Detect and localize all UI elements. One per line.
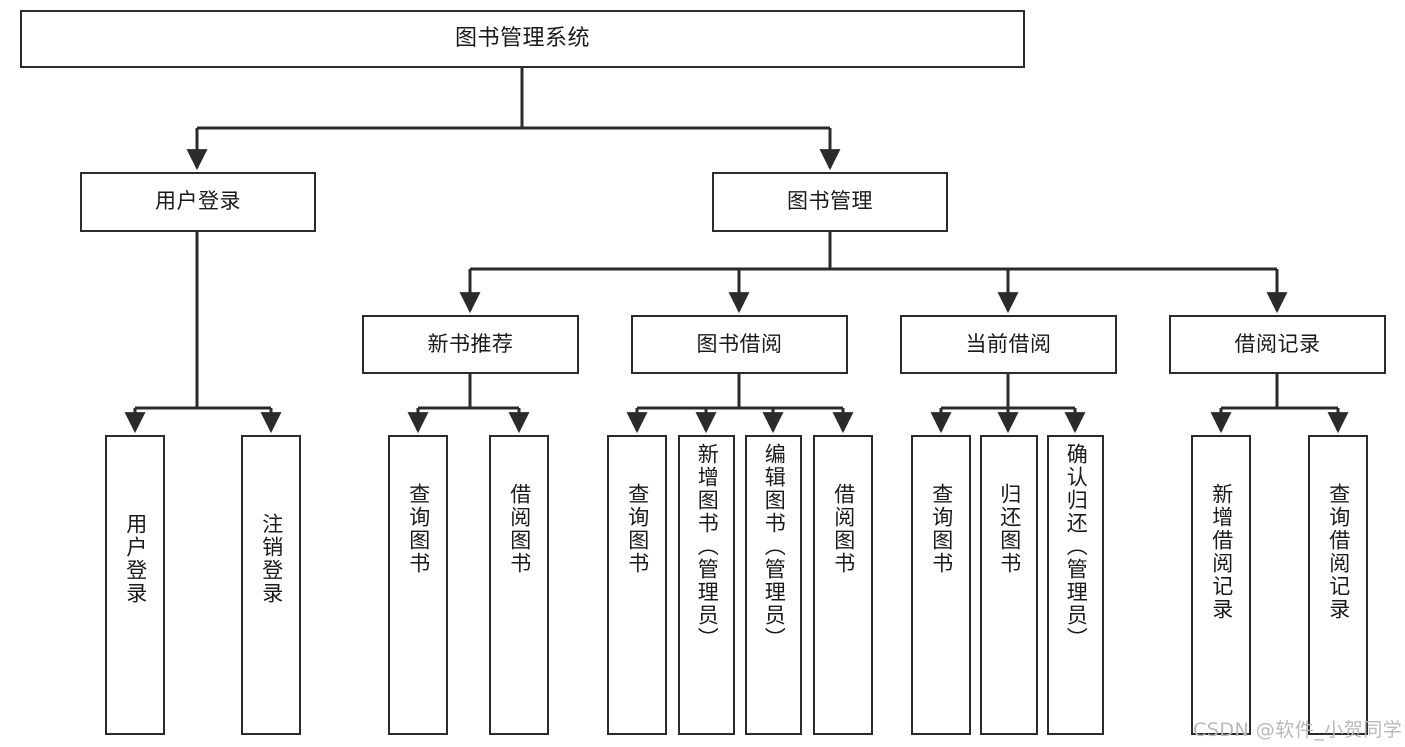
node-current-borrow-label: 当前借阅: [965, 331, 1052, 356]
node-leaf-borrow-book-2-label: 借阅图书: [831, 483, 856, 575]
node-leaf-query-record-label: 查询借阅记录: [1326, 483, 1351, 621]
node-leaf-logout[interactable]: 注销登录: [241, 435, 301, 735]
node-root[interactable]: 图书管理系统: [20, 10, 1025, 68]
node-leaf-query-book-1[interactable]: 查询图书: [388, 435, 448, 735]
node-leaf-query-record[interactable]: 查询借阅记录: [1308, 435, 1368, 735]
node-root-label: 图书管理系统: [454, 25, 590, 51]
node-book-borrow-label: 图书借阅: [696, 331, 783, 356]
csdn-watermark: CSDN @软件_小贺同学: [1193, 719, 1403, 741]
node-leaf-query-book-2-label: 查询图书: [625, 483, 650, 575]
node-leaf-edit-book[interactable]: 编辑图书（管理员）: [745, 435, 802, 735]
node-leaf-query-book-3-label: 查询图书: [929, 483, 954, 575]
node-borrow-record-label: 借阅记录: [1234, 331, 1321, 356]
node-leaf-edit-book-label: 编辑图书（管理员）: [762, 443, 787, 650]
node-leaf-return-book[interactable]: 归还图书: [980, 435, 1038, 735]
node-leaf-user-login[interactable]: 用户登录: [105, 435, 165, 735]
node-user-login[interactable]: 用户登录: [80, 172, 316, 232]
node-leaf-borrow-book-2[interactable]: 借阅图书: [813, 435, 873, 735]
node-leaf-add-book-label: 新增图书（管理员）: [695, 443, 720, 650]
node-book-borrow[interactable]: 图书借阅: [631, 315, 848, 374]
node-new-book-recommend-label: 新书推荐: [427, 331, 514, 356]
node-user-login-label: 用户登录: [155, 189, 241, 214]
node-leaf-add-record-label: 新增借阅记录: [1209, 483, 1234, 621]
node-leaf-logout-label: 注销登录: [259, 513, 284, 605]
node-leaf-return-book-label: 归还图书: [997, 483, 1022, 575]
node-borrow-record[interactable]: 借阅记录: [1169, 315, 1386, 374]
node-leaf-confirm-return-label: 确认归还（管理员）: [1064, 443, 1089, 650]
node-book-manage[interactable]: 图书管理: [712, 172, 948, 232]
node-leaf-user-login-label: 用户登录: [123, 513, 148, 605]
node-leaf-confirm-return[interactable]: 确认归还（管理员）: [1047, 435, 1104, 735]
node-leaf-borrow-book-1[interactable]: 借阅图书: [489, 435, 549, 735]
node-leaf-borrow-book-1-label: 借阅图书: [507, 483, 532, 575]
node-book-manage-label: 图书管理: [787, 189, 873, 214]
node-new-book-recommend[interactable]: 新书推荐: [362, 315, 579, 374]
node-leaf-add-book[interactable]: 新增图书（管理员）: [678, 435, 735, 735]
node-leaf-add-record[interactable]: 新增借阅记录: [1191, 435, 1251, 735]
node-current-borrow[interactable]: 当前借阅: [900, 315, 1117, 374]
node-leaf-query-book-3[interactable]: 查询图书: [911, 435, 971, 735]
node-leaf-query-book-2[interactable]: 查询图书: [607, 435, 667, 735]
node-leaf-query-book-1-label: 查询图书: [406, 483, 431, 575]
